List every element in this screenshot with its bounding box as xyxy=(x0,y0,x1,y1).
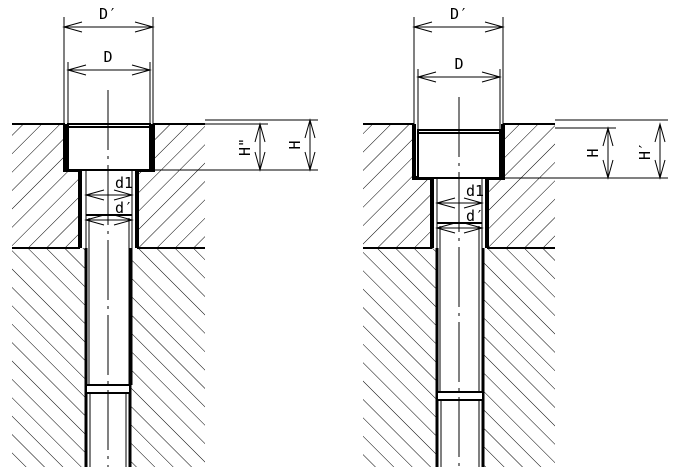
dim-outer-diameter-arrow-left xyxy=(62,21,83,33)
dim-depth-arrow-top xyxy=(304,118,316,139)
label-thread-diameter: d′ xyxy=(466,207,484,225)
label-depth: H′ xyxy=(636,142,654,160)
dim-thread-diameter-arrow-right xyxy=(113,214,134,226)
dim-depth-arrow-bottom xyxy=(654,159,666,180)
dim-inner-depth-arrow-top xyxy=(602,126,614,147)
lower-plate-left-hatch xyxy=(363,248,437,467)
lower-plate-right-hatch xyxy=(483,248,555,467)
figure-counterbore-right: D′ D H H′ d1 d′ xyxy=(363,5,668,467)
dim-outer-diameter-arrow-right xyxy=(134,21,155,33)
dim-inner-depth-arrow-bottom xyxy=(602,159,614,180)
dim-bore-diameter-arrow-left xyxy=(416,71,437,83)
label-hole-diameter: d1 xyxy=(466,182,484,200)
label-hole-diameter: d1 xyxy=(115,174,133,192)
label-bore-diameter: D xyxy=(454,55,463,73)
label-inner-depth: H" xyxy=(236,138,254,156)
dim-thread-diameter-arrow-left xyxy=(84,214,105,226)
figure-counterbore-left: D′ D H" Hd1 d′ xyxy=(12,5,318,467)
dim-inner-depth-arrow-top xyxy=(254,122,266,143)
upper-plate-left-hatch xyxy=(363,124,432,248)
lower-plate-right-hatch xyxy=(130,248,205,467)
label-inner-depth: H xyxy=(584,148,602,157)
dim-outer-diameter-arrow-left xyxy=(412,21,433,33)
dim-outer-diameter-arrow-right xyxy=(484,21,505,33)
label-bore-diameter: D xyxy=(103,48,112,66)
dim-hole-diameter-arrow-left xyxy=(435,197,456,209)
dim-inner-depth-arrow-bottom xyxy=(254,151,266,172)
dim-hole-diameter-arrow-right xyxy=(463,197,484,209)
dim-hole-diameter-arrow-left xyxy=(84,189,105,201)
label-thread-diameter: d′ xyxy=(115,199,133,217)
dim-bore-diameter-arrow-right xyxy=(481,71,502,83)
screw-head xyxy=(67,123,151,171)
dim-hole-diameter-arrow-right xyxy=(113,189,134,201)
label-depth: H xyxy=(286,140,304,149)
label-outer-diameter: D′ xyxy=(99,5,117,23)
thread-end xyxy=(436,391,484,401)
lower-plate-left-hatch xyxy=(12,248,86,467)
label-outer-diameter: D′ xyxy=(450,5,468,23)
dim-thread-diameter-arrow-left xyxy=(435,222,456,234)
dim-depth-arrow-top xyxy=(654,122,666,143)
dim-bore-diameter-arrow-right xyxy=(131,64,152,76)
dim-bore-diameter-arrow-left xyxy=(66,64,87,76)
dim-depth-arrow-bottom xyxy=(304,151,316,172)
dim-thread-diameter-arrow-right xyxy=(463,222,484,234)
